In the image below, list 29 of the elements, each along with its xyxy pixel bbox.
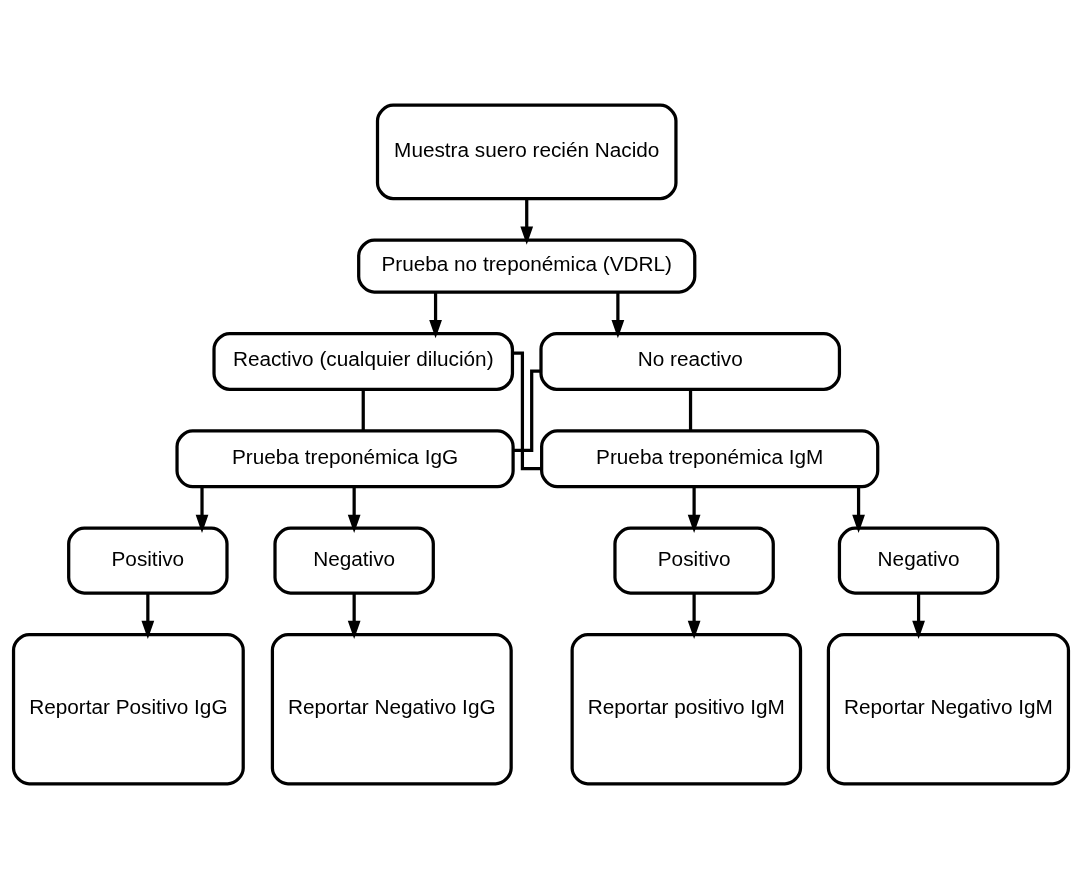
node-box: Reportar Positivo IgG bbox=[11, 632, 245, 785]
node-box: Positivo bbox=[613, 526, 775, 595]
arrow bbox=[141, 592, 155, 639]
connector bbox=[361, 389, 365, 431]
arrow bbox=[195, 486, 209, 533]
node-box: Muestra suero recién Nacido bbox=[375, 103, 678, 200]
arrow bbox=[429, 291, 442, 338]
node-box: Prueba treponémica IgM bbox=[540, 428, 880, 488]
arrow bbox=[347, 592, 361, 639]
node-box: Prueba treponémica IgG bbox=[175, 428, 515, 488]
node-box: Negativo bbox=[273, 526, 435, 595]
node-box: Reportar positivo IgM bbox=[570, 632, 803, 785]
node-box: Reportar Negativo IgG bbox=[270, 632, 513, 785]
node-box: Negativo bbox=[837, 526, 1000, 595]
connector bbox=[512, 350, 542, 470]
node-box: Positivo bbox=[67, 526, 229, 595]
arrow bbox=[687, 486, 701, 533]
node-box: Reportar Negativo IgM bbox=[826, 632, 1071, 785]
arrow bbox=[852, 486, 865, 533]
arrow bbox=[611, 291, 625, 338]
connector bbox=[688, 389, 693, 431]
node-box: Prueba no treponémica (VDRL) bbox=[357, 238, 697, 294]
connector bbox=[513, 369, 541, 452]
node-box: No reactivo bbox=[539, 331, 842, 391]
arrow bbox=[687, 592, 701, 639]
node-box: Reactivo (cualquier dilución) bbox=[212, 331, 515, 391]
arrow bbox=[520, 198, 534, 245]
arrow bbox=[347, 486, 361, 533]
arrow bbox=[912, 592, 925, 639]
